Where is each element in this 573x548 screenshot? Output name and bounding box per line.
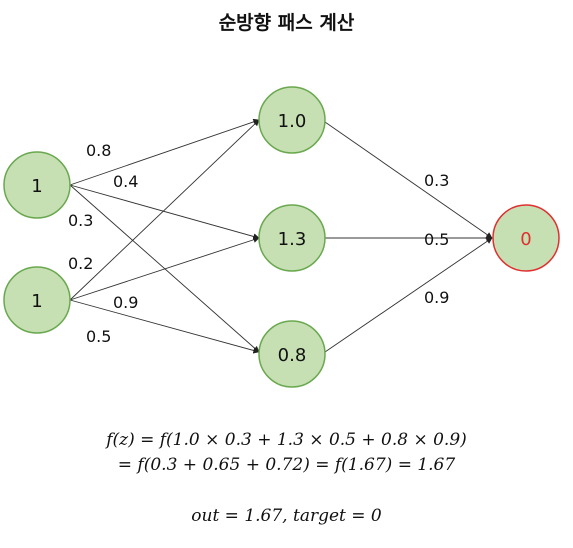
diagram-title: 순방향 패스 계산 (218, 12, 355, 34)
weight-label-h1-o: 0.3 (424, 171, 449, 190)
weight-label-h2-o: 0.5 (424, 230, 449, 249)
hidden-node-1-label: 1.0 (278, 111, 307, 132)
edge-i2-h1 (69, 119, 260, 301)
weight-label-i2-h3: 0.5 (86, 327, 111, 346)
input-node-1: 1 (3, 151, 71, 219)
weight-label-i2-h2: 0.9 (113, 293, 138, 312)
edge-i1-h2 (69, 184, 260, 240)
weight-label-h3-o: 0.9 (424, 288, 449, 307)
weight-label-i1-h1: 0.8 (86, 141, 111, 160)
output-node: 0 (492, 204, 560, 272)
edge-i1-h1 (69, 118, 260, 186)
input-node-2-label: 1 (31, 291, 42, 312)
output-node-label: 0 (520, 229, 531, 250)
edge-i1-h3 (69, 184, 260, 353)
hidden-node-3: 0.8 (258, 320, 326, 388)
edge-h3-o (324, 237, 493, 353)
hidden-node-3-label: 0.8 (278, 345, 307, 366)
weight-label-i1-h2: 0.4 (113, 172, 138, 191)
weight-label-i2-h1: 0.2 (68, 254, 93, 273)
edge-i2-h3 (69, 299, 260, 354)
hidden-node-2: 1.3 (258, 204, 326, 272)
input-node-2: 1 (3, 266, 71, 334)
edge-h1-o (324, 121, 493, 239)
formula-line-3: out = 1.67, target = 0 (191, 506, 382, 526)
input-node-1-label: 1 (31, 176, 42, 197)
hidden-node-2-label: 1.3 (278, 229, 307, 250)
hidden-node-1: 1.0 (258, 86, 326, 154)
edge-i2-h2 (69, 236, 260, 301)
formula-line-2: = f(0.3 + 0.65 + 0.72) = f(1.67) = 1.67 (117, 455, 456, 475)
weight-label-i1-h3: 0.3 (68, 211, 93, 230)
formula-line-1: f(z) = f(1.0 × 0.3 + 1.3 × 0.5 + 0.8 × 0… (106, 430, 467, 450)
